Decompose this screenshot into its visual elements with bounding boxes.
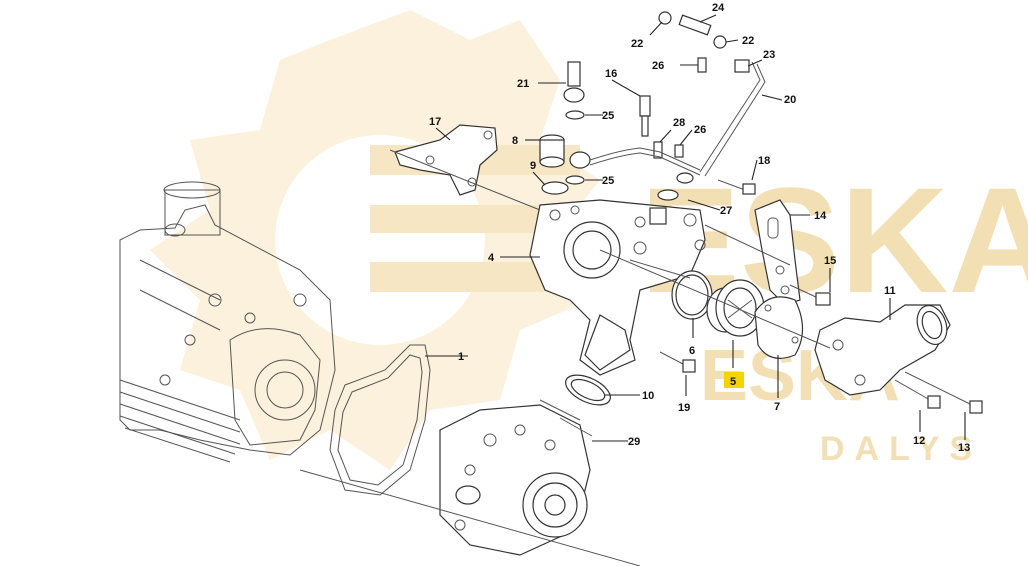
callout-5: 5 bbox=[730, 376, 736, 388]
gasket-1-drawing bbox=[329, 344, 431, 496]
callout-27: 27 bbox=[720, 205, 732, 217]
callout-15: 15 bbox=[824, 255, 836, 267]
callout-13: 13 bbox=[958, 442, 970, 454]
callout-22-left: 22 bbox=[631, 38, 643, 50]
callout-16: 16 bbox=[605, 68, 617, 80]
callout-labels: 1 4 5 6 7 8 9 10 11 12 13 14 15 16 17 18… bbox=[429, 2, 970, 454]
callout-21: 21 bbox=[517, 78, 529, 90]
callout-23: 23 bbox=[763, 49, 775, 61]
outlet-housing-drawing bbox=[814, 304, 951, 396]
callout-29: 29 bbox=[628, 436, 640, 448]
bracket-14-drawing bbox=[754, 199, 801, 306]
engine-block-drawing bbox=[119, 181, 336, 463]
callout-25-bottom: 25 bbox=[602, 175, 614, 187]
callout-22-right: 22 bbox=[742, 35, 754, 47]
pipe-oring-drawing bbox=[565, 374, 611, 406]
watermark-brand-bottom: DALYS bbox=[820, 430, 982, 468]
callout-8: 8 bbox=[512, 135, 518, 147]
callout-19: 19 bbox=[678, 402, 690, 414]
callout-1: 1 bbox=[458, 351, 464, 363]
callout-17: 17 bbox=[429, 116, 441, 128]
callout-20: 20 bbox=[784, 94, 796, 106]
callout-14: 14 bbox=[814, 210, 827, 222]
bolts-drawing bbox=[659, 179, 983, 414]
callout-28: 28 bbox=[673, 117, 685, 129]
water-pump-drawing bbox=[439, 399, 593, 556]
leader-lines bbox=[299, 14, 966, 566]
callout-18: 18 bbox=[758, 155, 770, 167]
callout-26-mid: 26 bbox=[694, 124, 706, 136]
callout-12: 12 bbox=[913, 435, 925, 447]
thermostat-housing-drawing bbox=[529, 199, 706, 376]
sensor-fittings-drawing bbox=[539, 11, 766, 201]
bracket-17-drawing bbox=[394, 124, 498, 196]
callout-24: 24 bbox=[712, 2, 725, 14]
callout-10: 10 bbox=[642, 390, 654, 402]
callout-26-top: 26 bbox=[652, 60, 664, 72]
callout-25-top: 25 bbox=[602, 110, 614, 122]
callout-5-highlight bbox=[724, 372, 744, 388]
callout-6: 6 bbox=[689, 345, 695, 357]
thermostat-parts-drawing bbox=[671, 270, 804, 359]
callout-11: 11 bbox=[884, 285, 896, 297]
callout-4: 4 bbox=[488, 252, 495, 264]
callout-9: 9 bbox=[530, 160, 536, 172]
callout-7: 7 bbox=[774, 401, 780, 413]
